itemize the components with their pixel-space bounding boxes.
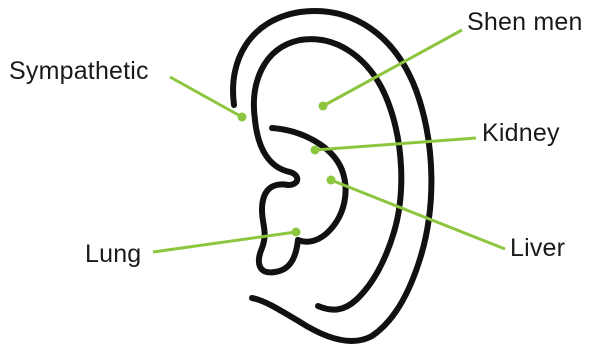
pointer-dot-lung: [292, 228, 301, 237]
label-lung: Lung: [85, 242, 141, 267]
ear-concha: [255, 120, 298, 272]
pointer-dot-sympathetic: [238, 113, 247, 122]
label-kidney: Kidney: [482, 121, 560, 146]
pointer-line-shen-men: [323, 30, 462, 106]
pointer-dot-shen-men: [319, 102, 328, 111]
label-liver: Liver: [510, 236, 565, 261]
pointer-line-lung: [153, 232, 296, 252]
pointer-dot-liver: [327, 176, 336, 185]
pointer-dot-kidney: [311, 146, 320, 155]
label-sympathetic: Sympathetic: [9, 59, 149, 84]
pointer-line-liver: [331, 180, 505, 249]
label-shen-men: Shen men: [467, 10, 583, 35]
